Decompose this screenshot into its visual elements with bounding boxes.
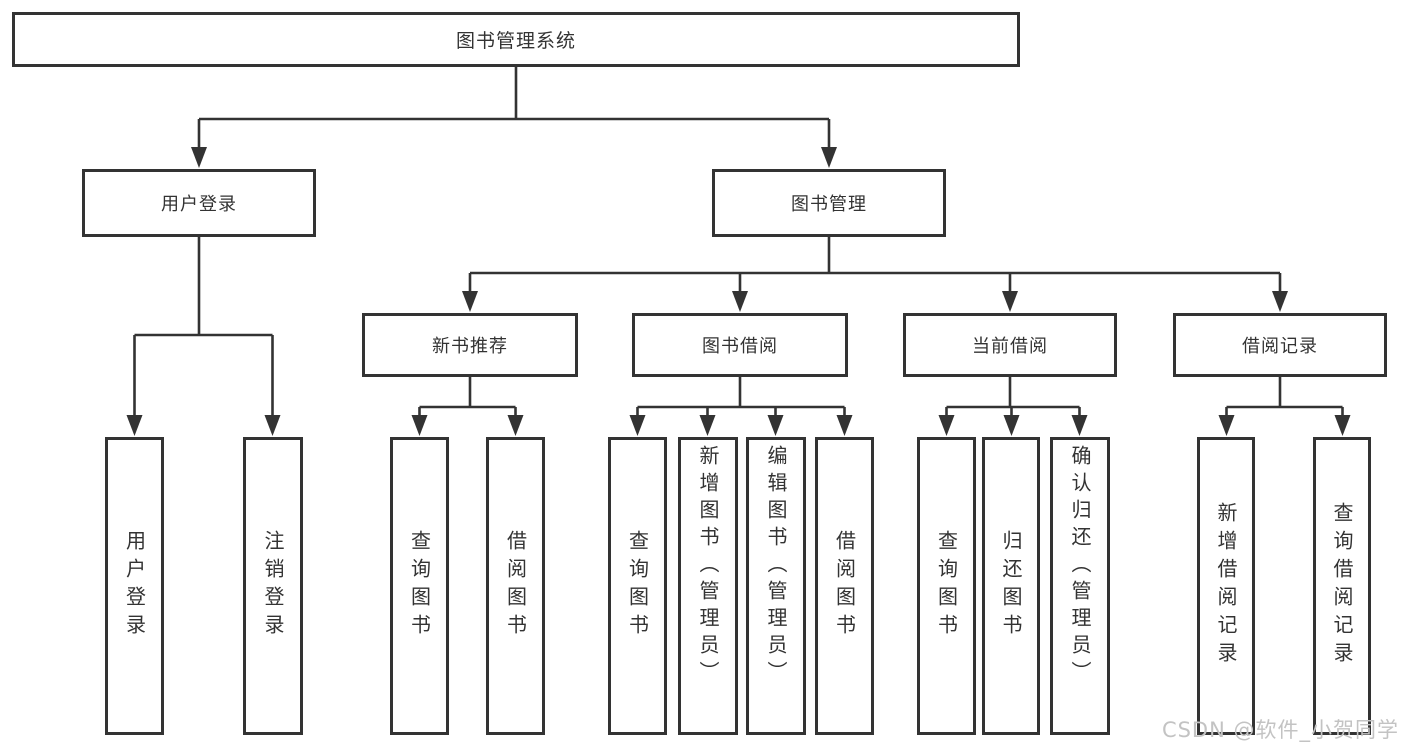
node-new-book-recommend: 新书推荐 bbox=[362, 313, 578, 377]
leaf-return-books: 归还图书 bbox=[982, 437, 1040, 735]
leaf-query-borrow-record: 查询借阅记录 bbox=[1313, 437, 1371, 735]
leaf-current-query-books-label: 查询图书 bbox=[934, 530, 959, 642]
leaf-borrow-query-books-label: 查询图书 bbox=[625, 530, 650, 642]
leaf-user-login-label: 用户登录 bbox=[122, 530, 147, 642]
leaf-borrow-query-books: 查询图书 bbox=[608, 437, 667, 735]
leaf-recommend-borrow-books-label: 借阅图书 bbox=[503, 530, 528, 642]
leaf-logout: 注销登录 bbox=[243, 437, 303, 735]
node-user-login: 用户登录 bbox=[82, 169, 316, 237]
node-new-book-recommend-label: 新书推荐 bbox=[432, 336, 508, 357]
node-book-management: 图书管理 bbox=[712, 169, 946, 237]
leaf-edit-books-admin: 编辑图书（管理员） bbox=[746, 437, 806, 735]
node-book-borrow-label: 图书借阅 bbox=[702, 336, 778, 357]
node-book-management-label: 图书管理 bbox=[791, 194, 867, 215]
node-current-borrow: 当前借阅 bbox=[903, 313, 1117, 377]
leaf-confirm-return-admin: 确认归还（管理员） bbox=[1050, 437, 1110, 735]
node-library-system: 图书管理系统 bbox=[12, 12, 1020, 67]
leaf-logout-label: 注销登录 bbox=[261, 530, 285, 642]
leaf-add-borrow-record-label: 新增借阅记录 bbox=[1214, 502, 1238, 670]
leaf-edit-books-admin-label: 编辑图书（管理员） bbox=[764, 445, 788, 688]
node-current-borrow-label: 当前借阅 bbox=[972, 336, 1048, 357]
leaf-recommend-borrow-books: 借阅图书 bbox=[486, 437, 545, 735]
leaf-confirm-return-admin-label: 确认归还（管理员） bbox=[1068, 445, 1092, 688]
csdn-watermark: CSDN @软件_小贺同学 bbox=[1161, 718, 1399, 742]
node-user-login-label: 用户登录 bbox=[161, 194, 237, 215]
leaf-current-query-books: 查询图书 bbox=[917, 437, 976, 735]
leaf-recommend-query-books: 查询图书 bbox=[390, 437, 449, 735]
leaf-borrow-books: 借阅图书 bbox=[815, 437, 874, 735]
leaf-user-login: 用户登录 bbox=[105, 437, 164, 735]
node-library-system-label: 图书管理系统 bbox=[455, 30, 576, 52]
node-borrow-records: 借阅记录 bbox=[1173, 313, 1387, 377]
node-book-borrow: 图书借阅 bbox=[632, 313, 848, 377]
leaf-return-books-label: 归还图书 bbox=[999, 530, 1023, 642]
leaf-recommend-query-books-label: 查询图书 bbox=[407, 530, 432, 642]
node-borrow-records-label: 借阅记录 bbox=[1242, 336, 1318, 357]
leaf-add-books-admin-label: 新增图书（管理员） bbox=[696, 445, 720, 688]
leaf-add-books-admin: 新增图书（管理员） bbox=[678, 437, 738, 735]
leaf-add-borrow-record: 新增借阅记录 bbox=[1197, 437, 1255, 735]
leaf-borrow-books-label: 借阅图书 bbox=[832, 530, 857, 642]
leaf-query-borrow-record-label: 查询借阅记录 bbox=[1330, 502, 1354, 670]
